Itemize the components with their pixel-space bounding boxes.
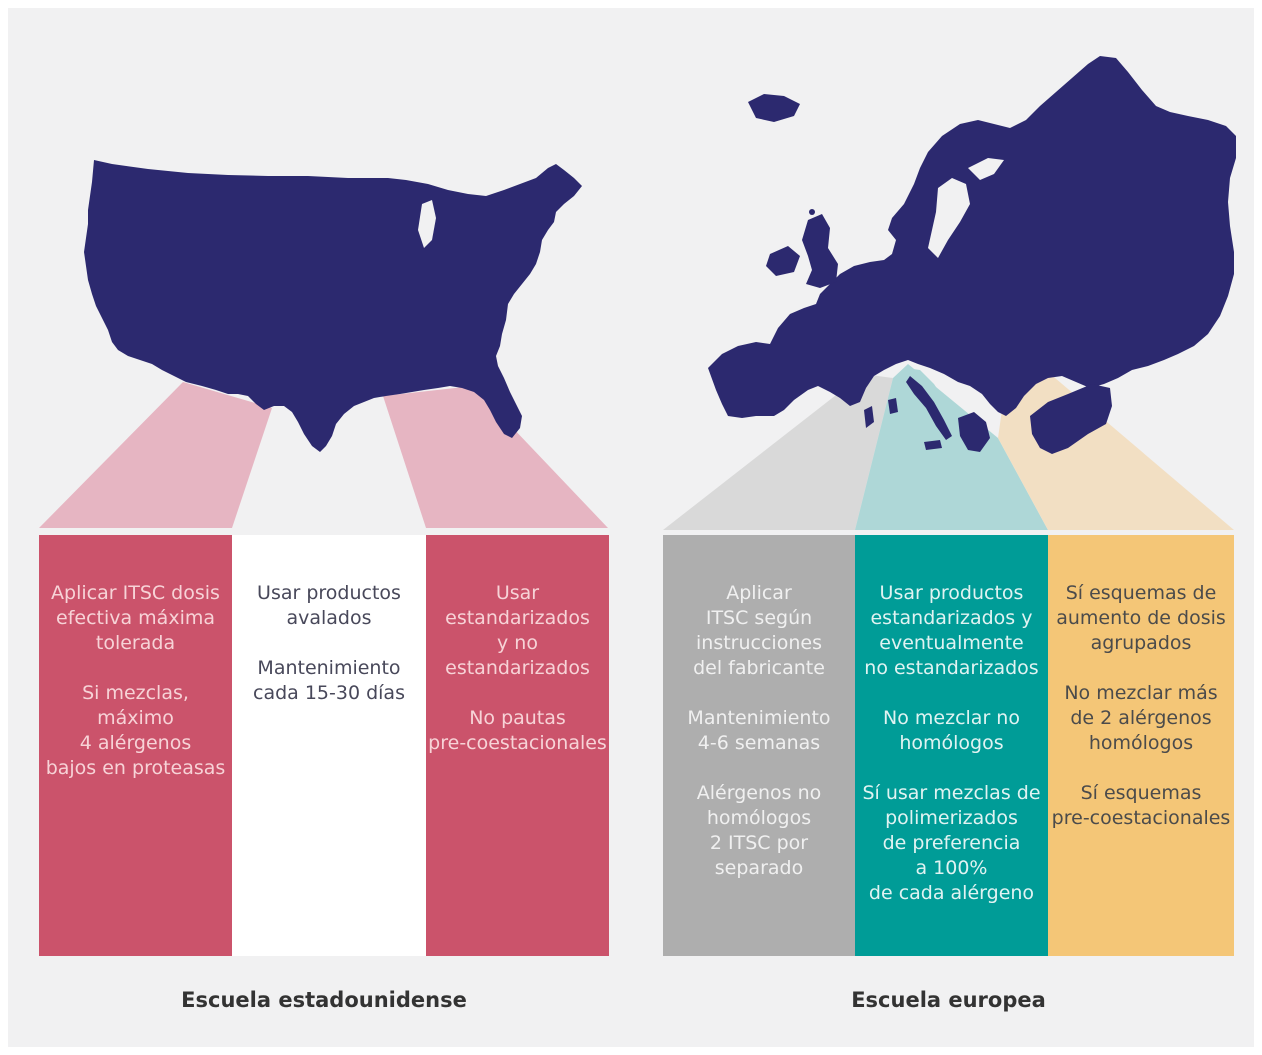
europe-column-standardized-text-3: Sí usar mezclas de polimerizados de pref… — [862, 782, 1041, 904]
europe-column-standardized: Usar productos estandarizados y eventual… — [855, 535, 1048, 956]
europe-column-manufacturer-text-3: Alérgenos no homólogos 2 ITSC por separa… — [696, 782, 822, 879]
usa-map-icon — [84, 160, 582, 452]
usa-funnel-right — [383, 386, 608, 528]
map-illustration — [39, 56, 1236, 530]
usa-column-dose-text-1: Aplicar ITSC dosis efectiva máxima toler… — [51, 582, 220, 654]
europe-column-manufacturer-text-2: Mantenimiento 4-6 semanas — [687, 707, 831, 754]
europe-column-standardized-text-2: No mezclar no homólogos — [883, 707, 1020, 754]
europe-column-schemes-text-3: Sí esquemas pre-coestacionales — [1051, 782, 1231, 829]
iceland-island — [748, 94, 800, 122]
europe-map-icon — [708, 56, 1236, 418]
europe-column-schemes-text-1: Sí esquemas de aumento de dosis agrupado… — [1056, 582, 1226, 654]
usa-column-standardized-text-2: No pautas pre-coestacionales — [428, 707, 607, 754]
usa-column-dose: Aplicar ITSC dosis efectiva máxima toler… — [39, 535, 232, 956]
europe-funnel-teal — [855, 364, 1048, 530]
europe-caption: Escuela europea — [851, 988, 1046, 1012]
usa-column-products-text-1: Usar productos avalados — [257, 582, 401, 629]
usa-column-products-text-2: Mantenimiento cada 15-30 días — [253, 657, 405, 704]
usa-funnel-left — [39, 382, 272, 528]
europe-column-standardized-text-1: Usar productos estandarizados y eventual… — [864, 582, 1039, 679]
europe-column-schemes-text-2: No mezclar más de 2 alérgenos homólogos — [1064, 682, 1218, 754]
usa-column-standardized: Usar estandarizados y no estandarizados … — [426, 535, 609, 956]
europe-funnel-grey — [663, 374, 893, 530]
usa-column-products: Usar productos avalados Mantenimiento ca… — [232, 535, 426, 956]
turkey-land — [1030, 384, 1112, 454]
uk-island — [802, 214, 838, 288]
infographic: Aplicar ITSC dosis efectiva máxima toler… — [8, 8, 1254, 1047]
europe-column-manufacturer-text-1: Aplicar ITSC según instrucciones del fab… — [693, 582, 825, 679]
europe-column-manufacturer: Aplicar ITSC según instrucciones del fab… — [663, 535, 855, 956]
usa-column-standardized-text-1: Usar estandarizados y no estandarizados — [445, 582, 590, 679]
usa-caption: Escuela estadounidense — [181, 988, 467, 1012]
ireland-island — [766, 246, 800, 276]
usa-column-dose-text-2: Si mezclas, máximo 4 alérgenos bajos en … — [45, 682, 226, 779]
europe-column-schemes: Sí esquemas de aumento de dosis agrupado… — [1048, 535, 1234, 956]
